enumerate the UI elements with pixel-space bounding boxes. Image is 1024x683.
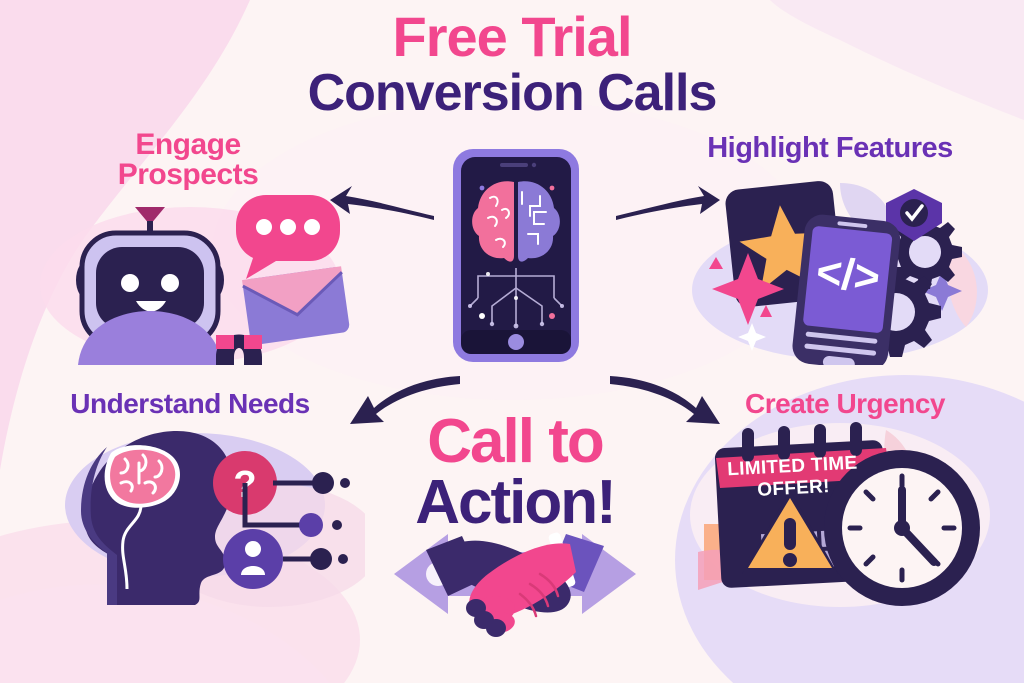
poster-title: Free Trial Conversion Calls [0, 8, 1024, 120]
warning-triangle-icon [742, 490, 838, 574]
connector-nodes-icon [242, 472, 350, 570]
engage-prospects-illustration [40, 195, 350, 365]
magnet-icon [216, 334, 262, 365]
antenna-icon [135, 207, 165, 225]
shield-check-icon [886, 189, 942, 241]
person-badge-icon [223, 529, 283, 589]
smartphone-brain-icon [453, 149, 579, 362]
quadrant-label-understand-needs: Understand Needs [70, 388, 310, 419]
cta-line-2: Action! [415, 467, 617, 537]
arrow-to-urgency [610, 376, 720, 424]
speech-bubble-icon [236, 195, 340, 279]
limited-time-offer-text: LIMITED TIME OFFER! [722, 452, 864, 503]
calendar-text-line-2: OFFER! [756, 475, 831, 501]
cta-line-1: Call to [427, 407, 604, 476]
title-line-2: Conversion Calls [307, 64, 718, 123]
svg-text:</>: </> [814, 247, 882, 302]
quadrant-label-create-urgency: Create Urgency [745, 388, 945, 419]
envelope-icon [242, 266, 350, 345]
quadrant-label-highlight-features: Highlight Features [707, 132, 953, 164]
handshake-icon [394, 532, 636, 637]
title-line-1: Free Trial [392, 5, 632, 68]
sparkle-icon [712, 253, 784, 325]
head-brain-icon [81, 431, 233, 605]
clock-icon [824, 450, 980, 606]
arrow-to-understand [350, 376, 460, 424]
arrow-to-engage [330, 186, 434, 220]
highlight-features-illustration: </> [692, 181, 988, 365]
create-urgency-illustration [690, 422, 990, 607]
quadrant-label-engage-prospects: Engage Prospects [117, 128, 259, 191]
call-to-action-text: Call to Action! [360, 407, 670, 537]
phone-code-icon: </> [792, 214, 901, 365]
arrow-to-highlight [616, 186, 720, 220]
understand-needs-illustration: ? [65, 431, 365, 607]
